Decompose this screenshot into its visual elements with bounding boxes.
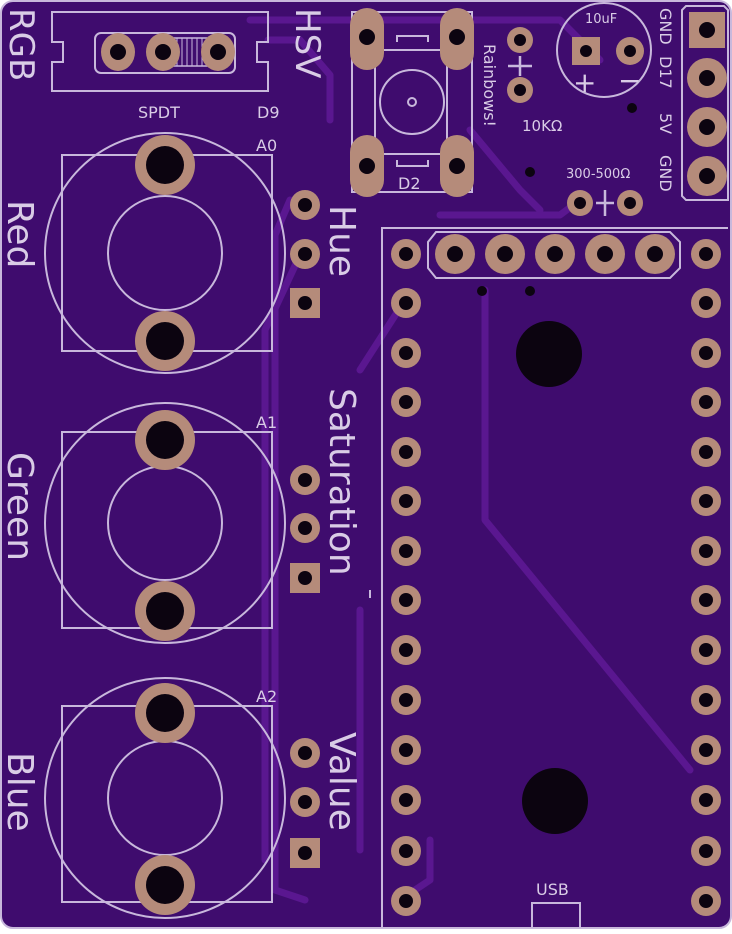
label-cap-minus: −: [618, 64, 641, 97]
potentiometer-green: [44, 402, 320, 644]
via: [525, 167, 535, 177]
capacitor-10uf: [556, 2, 652, 98]
label-rgb: RGB: [1, 8, 41, 81]
pushbutton-d2: [350, 8, 474, 197]
top-pin-row: [435, 234, 675, 274]
mounting-hole-top: [516, 321, 582, 387]
label-gnd-bottom: GND: [656, 155, 675, 192]
label-300-500: 300-500Ω: [566, 167, 630, 182]
label-usb: USB: [536, 880, 569, 899]
label-cap-plus: +: [573, 66, 596, 99]
label-10uf: 10uF: [585, 12, 617, 27]
label-hsv: HSV: [287, 8, 327, 78]
copper-traces: [246, 16, 694, 904]
via: [477, 286, 487, 296]
label-green: Green: [0, 452, 40, 561]
label-a0: A0: [256, 136, 277, 155]
label-5v: 5V: [656, 113, 675, 134]
microcontroller-footprint: [381, 227, 728, 928]
mounting-hole-bottom: [522, 768, 588, 834]
right-pin-column: [691, 239, 721, 916]
label-rainbows: Rainbows!: [480, 44, 499, 127]
potentiometer-red: [44, 132, 320, 374]
resistor-10k: [507, 27, 533, 103]
label-spdt: SPDT: [138, 103, 180, 122]
resistor-300-500: [567, 190, 643, 216]
spdt-switch: [51, 11, 269, 92]
via: [627, 103, 637, 113]
label-saturation: Saturation: [321, 388, 362, 576]
label-10k: 10KΩ: [522, 117, 562, 135]
label-blue: Blue: [0, 752, 40, 832]
label-d17: D17: [656, 56, 675, 89]
label-red: Red: [0, 200, 40, 268]
label-a2: A2: [256, 687, 277, 706]
led-header: [681, 5, 729, 201]
via: [525, 286, 535, 296]
left-pin-column: [391, 239, 421, 916]
label-gnd-top: GND: [656, 8, 675, 45]
label-d2: D2: [398, 174, 421, 193]
label-d9: D9: [257, 103, 280, 122]
label-hue: Hue: [321, 205, 362, 277]
label-value: Value: [321, 732, 362, 831]
label-a1: A1: [256, 413, 277, 432]
potentiometer-blue: [44, 677, 320, 919]
